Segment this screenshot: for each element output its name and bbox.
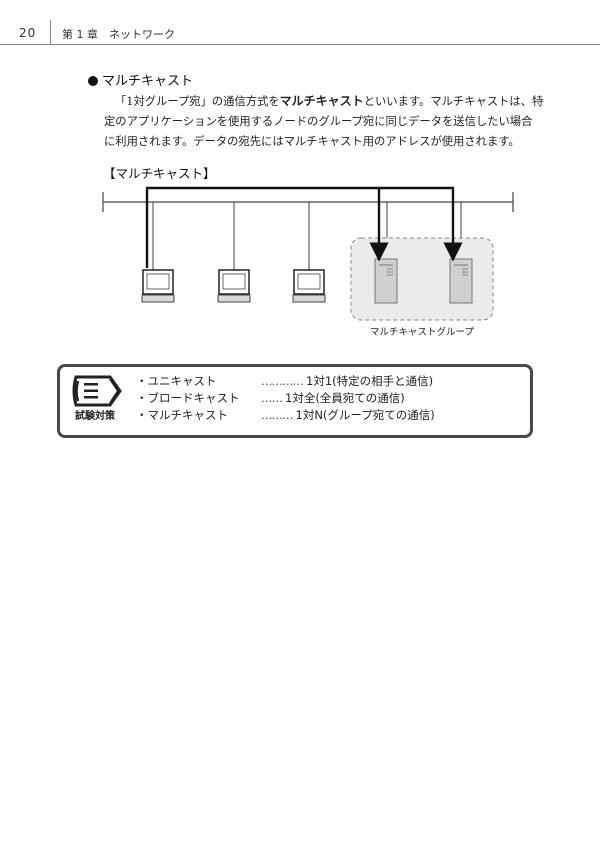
para-line1-pre: 「1対グループ宛」の通信方式を [115, 95, 280, 108]
pc-icon [217, 269, 251, 303]
page-header: 20 第 1 章 ネットワーク [0, 0, 600, 45]
tip-desc: 1対1(特定の相手と通信) [306, 374, 434, 388]
group-label: マルチキャストグループ [370, 326, 474, 338]
list-item: ・ユニキャスト …………1対1(特定の相手と通信) [136, 373, 435, 390]
tip-term: ・ブロードキャスト [136, 391, 240, 405]
exam-tip-box: 試験対策 ・ユニキャスト …………1対1(特定の相手と通信) ・ブロードキャスト …… [57, 364, 533, 438]
server-icon [449, 258, 473, 304]
body-paragraph: 「1対グループ宛」の通信方式をマルチキャストといいます。マルチキャストは、特 定… [104, 91, 543, 152]
exam-tip-list: ・ユニキャスト …………1対1(特定の相手と通信) ・ブロードキャスト ……1対全(… [136, 373, 435, 424]
exam-tip-label: 試験対策 [75, 411, 115, 422]
section-heading-text: マルチキャスト [102, 74, 194, 89]
tip-desc: 1対全(全員宛ての通信) [285, 391, 405, 405]
tip-dots: ………… [261, 374, 304, 388]
page-number: 20 [19, 26, 37, 40]
para-line2: 定のアプリケーションを使用するノードのグループ宛に同じデータを送信したい場合 [104, 115, 533, 128]
para-bold-term: マルチキャスト [279, 94, 364, 108]
multicast-diagram: マルチキャストグループ [102, 186, 514, 338]
list-item: ・マルチキャスト ………1対N(グループ宛ての通信) [136, 407, 435, 424]
chapter-title: 第 1 章 ネットワーク [62, 28, 175, 41]
bullet-icon [88, 76, 98, 86]
tip-dots: …… [261, 391, 283, 405]
tip-term: ・マルチキャスト [136, 408, 228, 422]
tip-dots: ……… [261, 408, 293, 422]
tip-desc: 1対N(グループ宛ての通信) [295, 408, 435, 422]
multicast-path-1 [145, 186, 463, 268]
server-icon [374, 258, 398, 304]
figure-title: 【マルチキャスト】 [103, 166, 216, 181]
section-heading: マルチキャスト [88, 70, 193, 89]
list-item: ・ブロードキャスト ……1対全(全員宛ての通信) [136, 390, 435, 407]
para-line1-post: といいます。マルチキャストは、特 [363, 95, 544, 108]
tip-term: ・ユニキャスト [136, 374, 217, 388]
header-divider [50, 20, 51, 44]
header-rule [0, 44, 600, 45]
para-line3: に利用されます。データの宛先にはマルチキャスト用のアドレスが使用されます。 [104, 135, 520, 148]
pencil-icon [72, 375, 122, 407]
pc-icon [141, 269, 175, 303]
pc-icon [292, 269, 326, 303]
